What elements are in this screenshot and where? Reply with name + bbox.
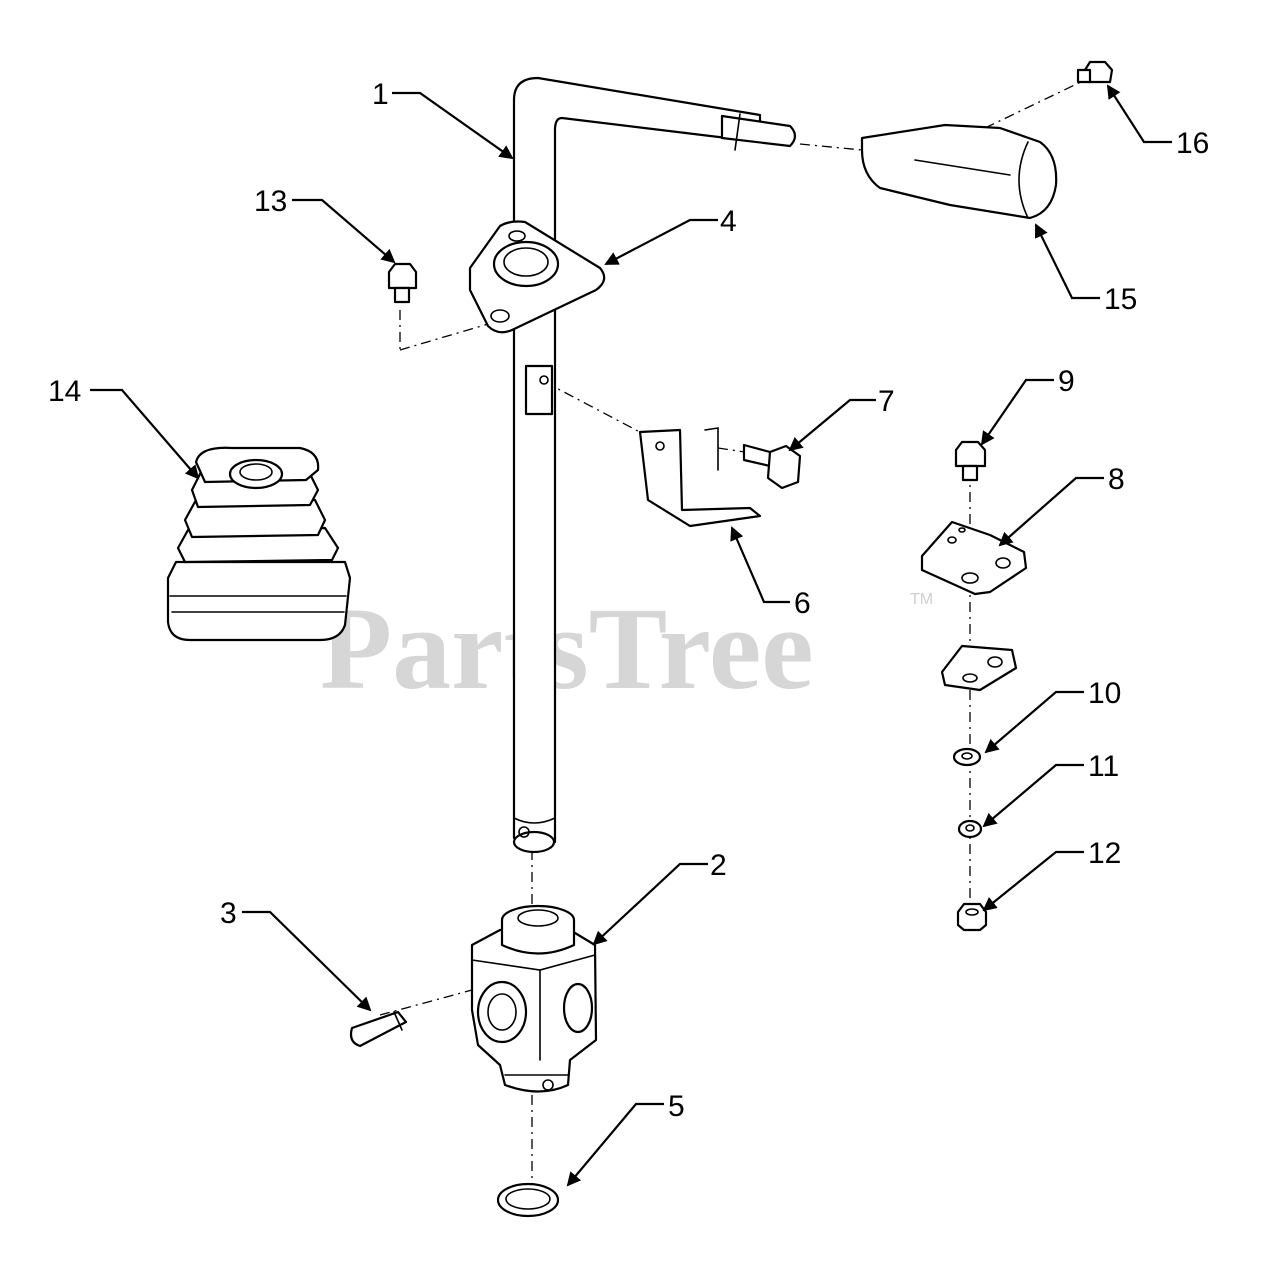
callout-2: 2: [710, 849, 727, 882]
nut-12: [956, 902, 988, 932]
pin-3: [349, 1010, 408, 1048]
washer-10: [952, 747, 982, 767]
callout-10: 10: [1088, 677, 1121, 710]
callout-15: 15: [1104, 283, 1137, 316]
callout-8: 8: [1108, 463, 1125, 496]
lever-knob: [860, 123, 1058, 220]
callout-4: 4: [720, 205, 737, 238]
watermark-text: PartsTree: [320, 583, 814, 714]
callout-5: 5: [668, 1090, 685, 1123]
rubber-boot: [166, 446, 352, 642]
callout-11: 11: [1088, 750, 1119, 783]
callout-labels: 1 2 3 4 5 6 7 8 9 10 11 12 13 14 15 16: [48, 78, 1209, 1123]
callout-7: 7: [878, 385, 895, 418]
callout-1: 1: [372, 78, 389, 111]
leader-lines: [90, 84, 1172, 1187]
callout-14: 14: [48, 375, 81, 408]
plate-8: [920, 520, 1028, 596]
universal-block: [470, 904, 598, 1093]
screw-16: [1076, 60, 1114, 84]
callout-3: 3: [220, 897, 237, 930]
callout-6: 6: [794, 587, 811, 620]
watermark-trademark: TM: [910, 591, 933, 608]
callout-12: 12: [1088, 837, 1121, 870]
watermark: PartsTree TM: [320, 583, 933, 714]
center-lines: [379, 79, 1086, 1200]
shift-lever: [512, 76, 797, 854]
spacer-plate: [940, 644, 1018, 692]
lock-washer-11: [957, 819, 983, 839]
bolt-7: [742, 443, 802, 490]
bracket-6: [638, 427, 762, 528]
snap-ring-5: [496, 1182, 560, 1218]
callout-16: 16: [1176, 127, 1209, 160]
bolt-13: [387, 262, 418, 304]
callout-9: 9: [1058, 365, 1075, 398]
callout-13: 13: [254, 185, 287, 218]
flange-bracket: [468, 220, 606, 334]
bolt-9: [954, 440, 987, 482]
